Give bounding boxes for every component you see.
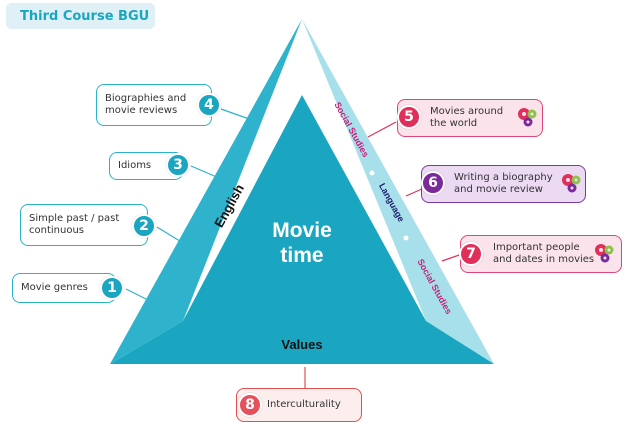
- item-4-box: Biographies and movie reviews: [96, 84, 212, 126]
- center-title-line1: Movie: [272, 219, 332, 242]
- course-title: Third Course BGU: [20, 8, 150, 24]
- gears-icon: [518, 108, 537, 127]
- item-6-number-badge: 6: [421, 171, 445, 195]
- gears-icon: [595, 244, 614, 263]
- course-title-badge: Third Course BGU: [6, 3, 155, 29]
- item-4-line1: Biographies and: [105, 93, 187, 104]
- item-5-number-badge: 5: [397, 105, 421, 129]
- pyramid-bottom-face: [110, 321, 494, 364]
- connector-3: [190, 165, 220, 179]
- item-7-box: Important people and dates in movies: [460, 235, 622, 273]
- item-4-number-badge: 4: [197, 93, 221, 117]
- item-7-number-badge: 7: [459, 242, 483, 266]
- item-2-line1: Simple past / past: [29, 213, 120, 224]
- item-4-line2: movie reviews: [105, 105, 178, 116]
- connector-7: [441, 253, 463, 262]
- item-2-box: Simple past / past continuous: [20, 204, 148, 246]
- item-8-number-badge: 8: [238, 393, 262, 417]
- item-6-line1: Writing a biography: [454, 172, 553, 183]
- item-1-box: Movie genres: [12, 273, 116, 303]
- side-label-values: Values: [281, 337, 322, 352]
- item-3-number-badge: 3: [166, 153, 190, 177]
- item-1-number-badge: 1: [100, 276, 124, 300]
- item-2-number-badge: 2: [132, 214, 156, 238]
- separator-dot-2: [403, 235, 409, 241]
- item-6-line2: and movie review: [454, 184, 543, 195]
- separator-dot-1: [369, 170, 375, 176]
- connector-2: [156, 226, 184, 244]
- pyramid-front-face: [183, 95, 426, 321]
- connector-5: [367, 121, 397, 138]
- item-7-line1: Important people: [493, 242, 580, 253]
- pyramid-left-face: [110, 19, 302, 364]
- item-5-box: Movies around the world: [397, 99, 543, 137]
- connector-1: [125, 288, 151, 302]
- item-7-line2: and dates in movies: [493, 254, 595, 265]
- item-1-text: Movie genres: [21, 282, 88, 293]
- center-title-line2: time: [280, 244, 323, 267]
- item-3-text: Idioms: [118, 160, 152, 171]
- gears-icon: [562, 174, 581, 193]
- item-5-line2: the world: [430, 118, 478, 129]
- pyramid-right-face: [302, 19, 494, 364]
- item-5-line1: Movies around: [430, 106, 504, 117]
- item-8-text: Interculturality: [267, 399, 341, 410]
- item-2-line2: continuous: [29, 225, 84, 236]
- item-6-box: Writing a biography and movie review: [421, 165, 586, 203]
